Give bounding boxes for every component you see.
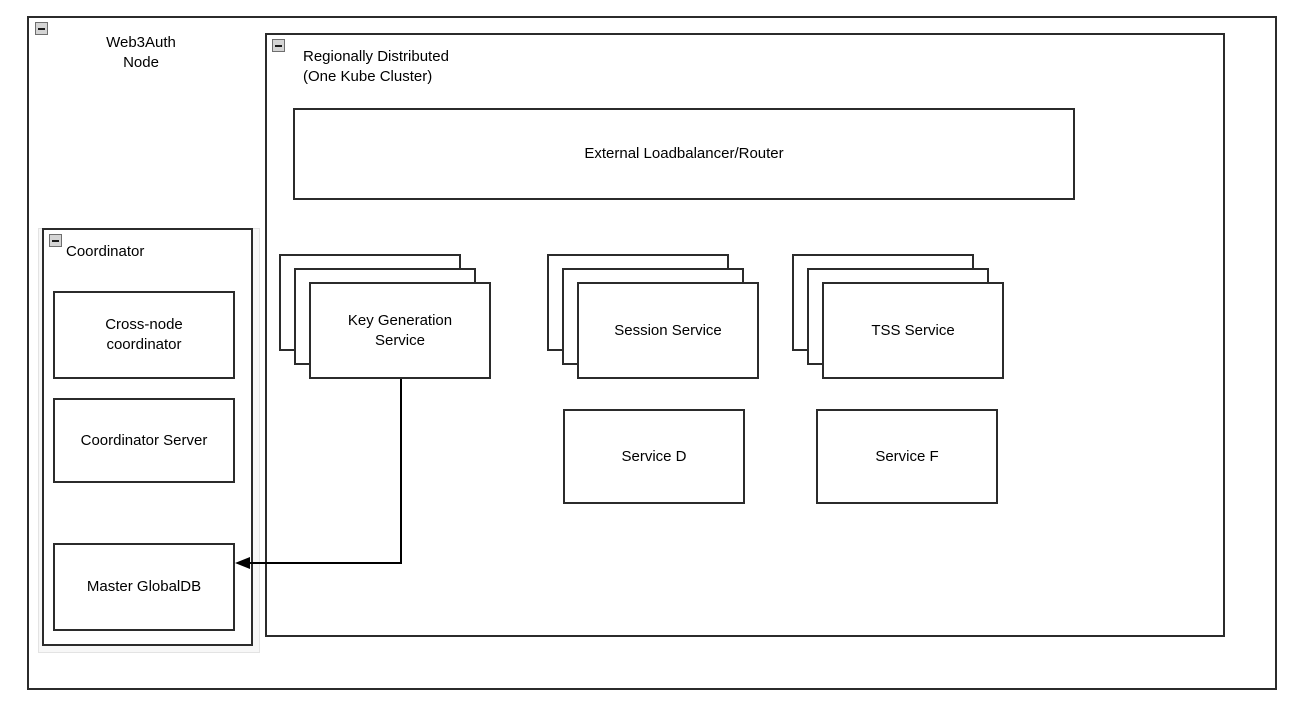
cross-node-coordinator-line2: coordinator bbox=[106, 336, 182, 353]
node-master-globaldb[interactable]: Master GlobalDB bbox=[53, 543, 235, 631]
web3auth-node-label-line1: Web3Auth bbox=[106, 34, 176, 51]
node-service-d[interactable]: Service D bbox=[563, 409, 745, 504]
session-service-label: Session Service bbox=[614, 321, 722, 339]
coordinator-server-label: Coordinator Server bbox=[80, 431, 208, 449]
master-globaldb-label: Master GlobalDB bbox=[86, 578, 202, 596]
web3auth-node-label-line2: Node bbox=[123, 53, 159, 71]
external-loadbalancer-router-label: External Loadbalancer/Router bbox=[584, 145, 784, 163]
tss-service-label: TSS Service bbox=[871, 321, 955, 339]
kube-label-line2: (One Kube Cluster) bbox=[303, 67, 433, 85]
node-cross-node-coordinator[interactable]: Cross-node coordinator bbox=[53, 291, 235, 379]
group-label-coordinator: Coordinator bbox=[66, 243, 145, 260]
key-generation-service-line1: Key Generation bbox=[347, 311, 453, 329]
group-label-regionally-distributed: Regionally Distributed (One Kube Cluster) bbox=[303, 47, 449, 87]
tss-service-instance-1[interactable]: TSS Service bbox=[822, 282, 1004, 379]
session-service-instance-1[interactable]: Session Service bbox=[577, 282, 759, 379]
service-f-label: Service F bbox=[875, 447, 939, 465]
cross-node-coordinator-label: Cross-node coordinator bbox=[105, 315, 183, 355]
node-tss-service-stack[interactable]: TSS Service bbox=[792, 254, 1032, 384]
node-coordinator-server[interactable]: Coordinator Server bbox=[53, 398, 235, 483]
kube-label-line1: Regionally Distributed bbox=[303, 48, 449, 65]
minus-square-icon-regionally-distributed[interactable] bbox=[272, 39, 285, 52]
key-generation-service-line2: Service bbox=[374, 331, 425, 349]
node-external-loadbalancer-router[interactable]: External Loadbalancer/Router bbox=[293, 108, 1075, 200]
cross-node-coordinator-line1: Cross-node bbox=[105, 316, 183, 334]
minus-square-icon-web3auth-node[interactable] bbox=[35, 22, 48, 35]
minus-square-icon-coordinator[interactable] bbox=[49, 234, 62, 247]
node-service-f[interactable]: Service F bbox=[816, 409, 998, 504]
node-session-service-stack[interactable]: Session Service bbox=[547, 254, 787, 384]
service-d-label: Service D bbox=[621, 447, 687, 465]
